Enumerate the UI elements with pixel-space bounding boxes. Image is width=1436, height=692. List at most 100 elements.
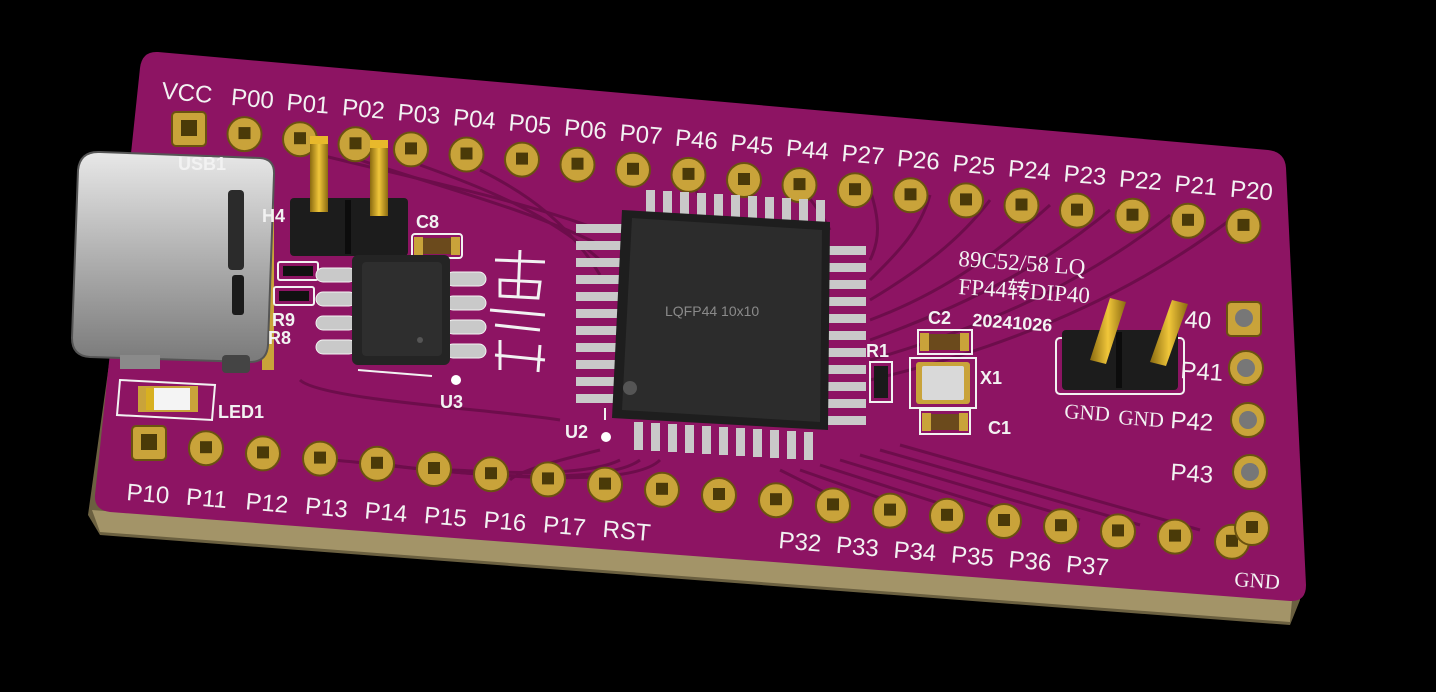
jumper-label-2: GND — [1118, 405, 1165, 432]
h4-pin-header — [290, 136, 408, 256]
u2-pin-left — [576, 377, 626, 386]
top-p45-hole — [738, 173, 750, 185]
bottom-11-hole — [770, 493, 782, 506]
u2-pin-bottom — [668, 424, 677, 452]
u3-pin-left — [315, 315, 357, 331]
u2-pin-top — [646, 190, 655, 216]
top-p23-hole — [1071, 203, 1083, 216]
top-label-p05: P05 — [508, 109, 553, 140]
bottom-10-hole — [713, 488, 725, 500]
u3-pin-left — [315, 267, 357, 283]
right-label-p41: P41 — [1180, 357, 1224, 387]
top-label-p46: P46 — [674, 125, 719, 156]
u2-pin-left — [576, 292, 626, 301]
x1-ref: X1 — [980, 368, 1002, 388]
led1-component — [115, 378, 217, 422]
bottom-1-hole — [200, 441, 212, 454]
u2-pin-top — [816, 200, 825, 226]
u2-pin-left — [576, 360, 626, 369]
ref-designators: USB1 H4 C8 R9 R8 U3 U2 LED1 C2 R1 X1 C1 — [178, 154, 1011, 442]
vcc-square-hole — [181, 120, 197, 136]
u3-soic-chip — [315, 255, 487, 385]
u2-pin-top — [663, 191, 672, 217]
bottom-5-hole — [428, 462, 440, 474]
bottom-3-hole — [314, 451, 326, 464]
bottom-19-hole — [1226, 534, 1238, 547]
bottom-label-p37: P37 — [1065, 551, 1110, 582]
u2-pin-bottom — [634, 422, 643, 450]
bottom-17-hole — [1112, 524, 1124, 537]
top-p27-hole — [849, 183, 861, 196]
bottom-8-hole — [599, 477, 611, 490]
right-pin-3 — [1241, 463, 1259, 481]
u2-pin-right — [826, 280, 866, 289]
u2-pin-top — [782, 198, 791, 224]
bottom-label-p17: P17 — [542, 511, 587, 542]
c8-ref: C8 — [416, 212, 439, 232]
u2-pin-top — [680, 192, 689, 218]
usb1-ref: USB1 — [178, 154, 226, 174]
top-label-vcc: VCC — [161, 78, 214, 109]
top-label-p20: P20 — [1229, 176, 1274, 207]
top-label-p00: P00 — [230, 84, 275, 115]
c2-ref: C2 — [928, 308, 951, 328]
bottom-label-p32: P32 — [777, 527, 822, 558]
u3-pin-left — [315, 291, 357, 307]
u2-pin-left — [576, 394, 626, 403]
u3-pin-right — [445, 295, 487, 311]
top-label-p07: P07 — [619, 120, 664, 151]
top-label-p01: P01 — [286, 89, 331, 120]
u2-pin-left — [576, 241, 626, 250]
u2-pin-bottom — [702, 426, 711, 454]
u2-pin-bottom — [651, 423, 660, 451]
top-label-p21: P21 — [1174, 171, 1219, 202]
u2-pin-left — [576, 258, 626, 267]
p10-square-hole — [141, 434, 157, 450]
u2-pin-top — [799, 199, 808, 225]
u2-pin-left — [576, 309, 626, 318]
r1-ref: R1 — [866, 341, 889, 361]
u2-pin-left — [576, 224, 626, 233]
top-p22-hole — [1126, 208, 1139, 221]
top-p06-hole — [571, 157, 584, 170]
bottom-2-hole — [257, 446, 269, 459]
crystal-section — [869, 329, 977, 435]
top-p01-hole — [294, 132, 306, 145]
passive-components-left — [273, 233, 463, 306]
u2-pin-right — [826, 416, 866, 425]
top-label-p45: P45 — [730, 130, 775, 161]
top-label-p23: P23 — [1063, 160, 1108, 191]
p40-pin — [1235, 309, 1253, 327]
bottom-4-hole — [371, 456, 383, 469]
top-p20-hole — [1237, 218, 1250, 231]
bottom-label-p33: P33 — [835, 532, 880, 563]
u2-pin-top — [714, 194, 723, 220]
top-label-p06: P06 — [563, 115, 608, 146]
u2-pin-bottom — [753, 429, 762, 457]
top-p07-hole — [627, 162, 639, 175]
u2-pin-bottom — [787, 431, 796, 459]
top-p46-hole — [682, 167, 695, 180]
u2-pin-right — [826, 246, 866, 255]
u2-pin-right — [826, 348, 866, 357]
bottom-18-hole — [1169, 529, 1181, 542]
u2-pin-bottom — [685, 425, 694, 453]
u3-pin-right — [445, 271, 487, 287]
u2-pin-bottom — [804, 432, 813, 460]
u2-pin-top — [765, 197, 774, 223]
right-label-gnd: GND — [1234, 567, 1281, 594]
bottom-label-p12: P12 — [244, 488, 289, 519]
bottom-label-p10: P10 — [125, 479, 170, 510]
top-label-p27: P27 — [841, 140, 886, 171]
silkscreen-artwork — [489, 249, 546, 373]
top-p44-hole — [793, 178, 806, 191]
u2-pin-right — [826, 263, 866, 272]
u2-pin-right — [826, 297, 866, 306]
top-label-p02: P02 — [341, 94, 386, 125]
pcb-side — [92, 510, 1292, 622]
r9-ref: R9 — [272, 310, 295, 330]
top-p02-hole — [349, 137, 362, 150]
top-p21-hole — [1182, 213, 1194, 226]
